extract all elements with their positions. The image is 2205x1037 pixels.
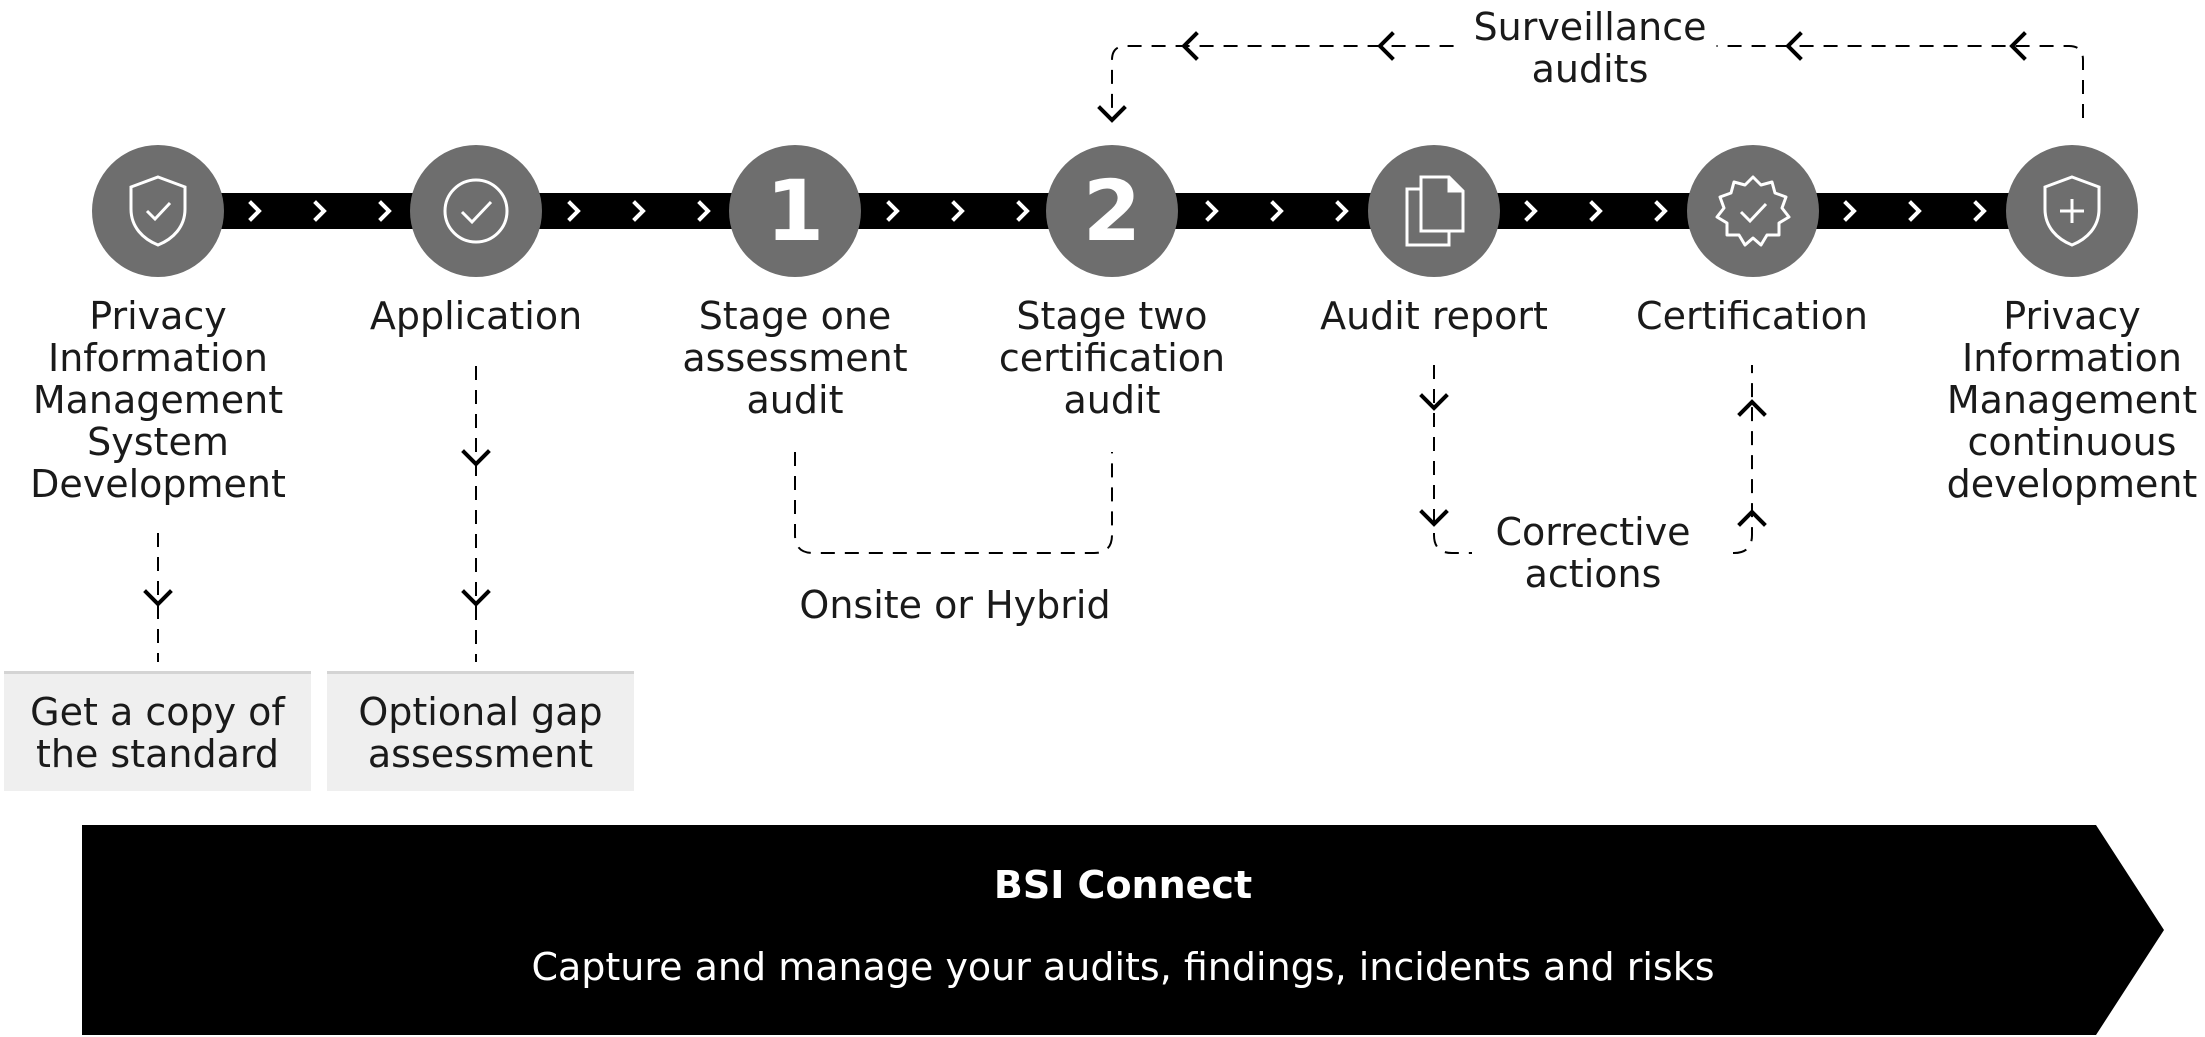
chevron-left-icon [2009, 31, 2027, 61]
banner-subtitle: Capture and manage your audits, findings… [531, 945, 1715, 989]
chevron-down-icon [1419, 509, 1449, 527]
shield-plus-icon [2043, 175, 2101, 247]
shield-check-icon [129, 175, 187, 247]
chevron-down-icon [461, 449, 491, 467]
step-3-circle: 1 [729, 145, 861, 277]
bsi-connect-banner [82, 825, 2164, 1035]
chevron-left-icon [1377, 31, 1395, 61]
step-7-circle [2006, 145, 2138, 277]
step-5-label: Audit report [1320, 294, 1548, 338]
chevron-up-icon [1737, 399, 1767, 417]
onsite-hybrid-label: Onsite or Hybrid [799, 583, 1111, 627]
chevron-down-icon [1419, 393, 1449, 411]
step-1-circle [92, 145, 224, 277]
step-2-circle [410, 145, 542, 277]
banner-title: BSI Connect [993, 863, 1253, 907]
step-6-label: Certification [1636, 294, 1868, 338]
document-copy-icon [1405, 175, 1465, 247]
step-number-one: 1 [765, 162, 825, 260]
step-6-circle [1687, 145, 1819, 277]
chevron-up-icon [1737, 509, 1767, 527]
step-5-circle [1368, 145, 1500, 277]
chevron-left-icon [1181, 31, 1199, 61]
badge-check-icon [1715, 175, 1791, 247]
step-2-label: Application [369, 294, 583, 338]
step-4-circle: 2 [1046, 145, 1178, 277]
chevron-down-icon [1097, 105, 1127, 123]
check-circle-icon [443, 178, 509, 244]
chevron-down-icon [461, 589, 491, 607]
step-number-two: 2 [1082, 162, 1142, 260]
chevron-down-icon [143, 589, 173, 607]
chevron-left-icon [1785, 31, 1803, 61]
